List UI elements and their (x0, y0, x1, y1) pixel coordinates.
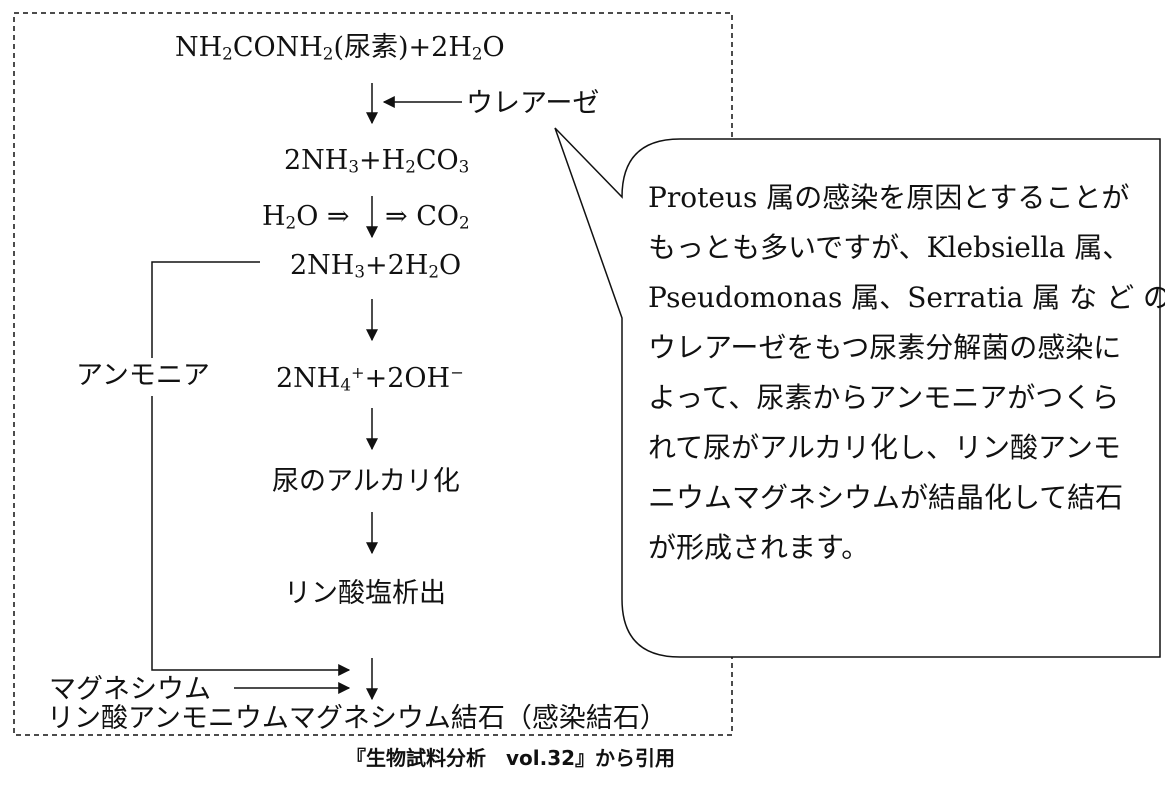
carbonate-node: 2NH3+H2CO3 (284, 145, 470, 177)
urine-alkalization-node: 尿のアルカリ化 (272, 466, 460, 497)
magnesium-label: マグネシウム (49, 674, 211, 705)
struvite-stone-node: リン酸アンモニウムマグネシウム結石（感染結石） (47, 703, 667, 734)
callout-bubble (554, 127, 1161, 658)
urease-label: ウレアーゼ (466, 88, 600, 119)
water-input: H2O ⇒ (262, 201, 350, 233)
ammonia-label-mask (76, 358, 236, 396)
ammonia-loop-line (151, 261, 351, 676)
callout-line: Proteus 属の感染を原因とすることが (648, 181, 1130, 214)
callout-line: ウレアーゼをもつ尿素分解菌の感染に (648, 331, 1122, 364)
callout-line: Pseudomonas 属、Serratia 属 な ど の (648, 281, 1165, 314)
callout-line: ニウムマグネシウムが結晶化して結石 (648, 481, 1124, 514)
callout-line: もっとも多いですが、Klebsiella 属、 (648, 231, 1131, 264)
callout-line: よって、尿素からアンモニアがつくら (648, 381, 1120, 414)
callout-line: が形成されます。 (648, 531, 870, 564)
callout-line: れて尿がアルカリ化し、リン酸アンモ (648, 431, 1121, 464)
co2-output: ⇒ CO2 (385, 201, 470, 233)
ammonia-water-node: 2NH3+2H2O (290, 250, 462, 282)
ammonium-hydroxide-node: 2NH4++2OH− (276, 363, 464, 395)
urea-reaction: NH2CONH2(尿素)+2H2O (175, 32, 505, 64)
source-citation: 『生物試料分析 vol.32』から引用 (346, 746, 676, 770)
phosphate-precipitation-node: リン酸塩析出 (284, 578, 446, 609)
callout-text: Proteus 属の感染を原因とすることが もっとも多いですが、Klebsiel… (648, 173, 1165, 573)
ammonia-label: アンモニア (76, 360, 210, 391)
